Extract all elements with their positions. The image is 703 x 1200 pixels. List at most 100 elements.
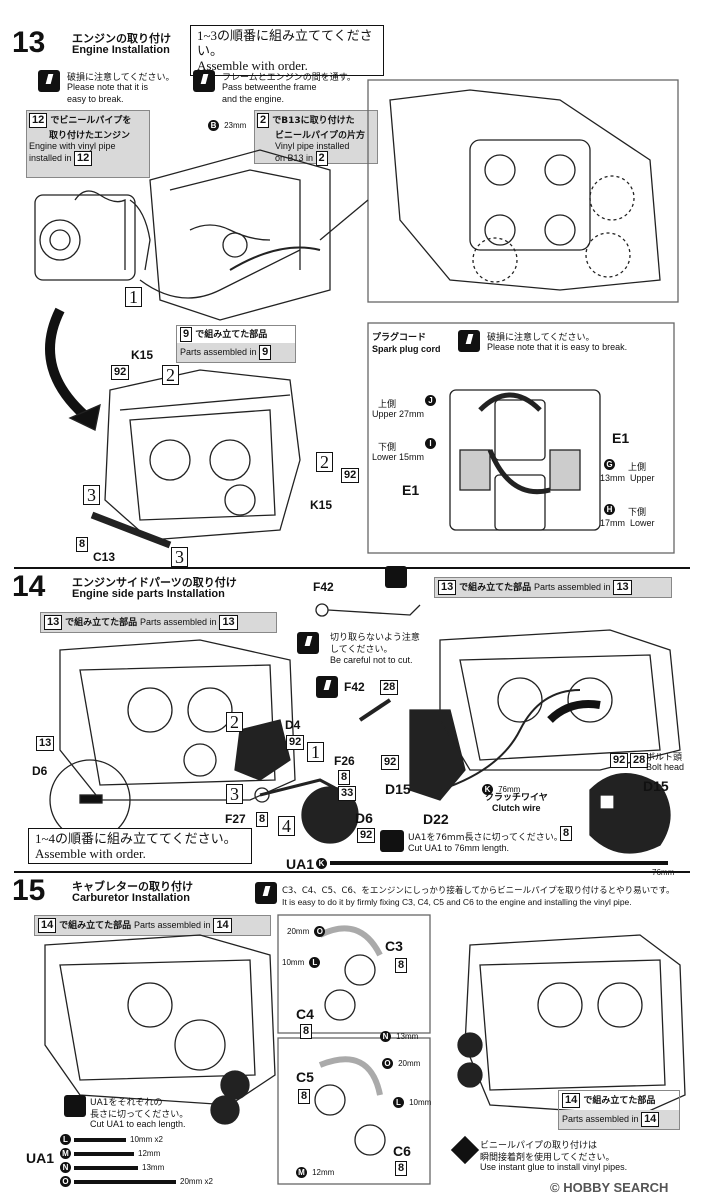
- part-8-c4: 8: [300, 1024, 313, 1039]
- h-badge: H: [604, 504, 615, 515]
- lower-en: Lower 15mm: [372, 452, 425, 462]
- cut-jp2: 長さに切ってください。: [90, 1110, 189, 1120]
- asm-jp: で組み立てた部品: [583, 1096, 656, 1106]
- o-20-bottom: O 20mm: [382, 1051, 420, 1070]
- order-note-14: 1~4の順番に組み立ててください。 Assemble with order.: [28, 828, 252, 864]
- step-13-title-en: Engine Installation: [72, 44, 170, 56]
- part-c4: C4: [296, 1006, 314, 1022]
- k-length: 76mm: [498, 785, 521, 794]
- part-92-right: 92: [341, 468, 360, 483]
- l-badge: L: [393, 1097, 404, 1108]
- part-k15-top: K15: [131, 348, 154, 362]
- caution-icon: [458, 330, 480, 352]
- step13-bottom-drawing: [45, 307, 675, 554]
- part-92-d4: 92: [286, 735, 305, 750]
- part-d15-right: D15: [643, 778, 669, 794]
- cut-en: Cut UA1 to each length.: [90, 1119, 186, 1129]
- step-15-title-jp: キャブレターの取り付け: [72, 880, 193, 893]
- step-ref: 13: [219, 615, 238, 630]
- warn2-en2: and the engine.: [222, 94, 285, 104]
- step-ref: 14: [562, 1093, 581, 1108]
- eng-jp1: でビニールパイプを: [50, 116, 132, 126]
- order-mark-2-top: 2: [162, 365, 179, 385]
- len: 10mm x2: [130, 1135, 163, 1144]
- o-badge: O: [314, 926, 326, 937]
- ua1-en: Cut UA1 to 76mm length.: [408, 843, 510, 853]
- order-mark-2: 2: [226, 712, 243, 732]
- step-15-number: 15: [12, 874, 46, 907]
- ua1-cut-icon: [380, 830, 404, 852]
- plug-jp: プラグコード: [372, 333, 427, 343]
- l-badge: L: [60, 1134, 71, 1145]
- order-mark-3: 3: [226, 784, 243, 804]
- part-f42-top: F42: [313, 580, 334, 594]
- part-8: 8: [76, 537, 89, 552]
- g-badge: G: [604, 459, 615, 470]
- part-f27: F27: [225, 812, 246, 826]
- caution-icon: [38, 70, 60, 92]
- len: 10mm: [282, 958, 305, 967]
- h-en2: Lower: [630, 518, 655, 528]
- i-badge: I: [425, 438, 436, 449]
- len: 10mm: [409, 1098, 432, 1107]
- step-15-title-en: Carburetor Installation: [72, 892, 190, 904]
- n-13: N 13mm: [380, 1024, 418, 1043]
- order-mark-3-left: 3: [83, 485, 100, 505]
- cut-jp1: UA1をそれぞれの: [90, 1098, 163, 1108]
- ua1-bar: [330, 861, 668, 865]
- order-note-13: 1~3の順番に組み立ててください。 Assemble with order.: [190, 25, 384, 76]
- asm-jp: で組み立てた部品: [59, 921, 132, 931]
- part-28: 28: [380, 680, 399, 695]
- clutch-jp: クラッチワイヤ: [485, 793, 548, 803]
- h-jp: 下側: [628, 508, 647, 518]
- eng-en1: Engine with vinyl pipe: [29, 141, 116, 151]
- step-ref: 12: [29, 113, 48, 128]
- step-ref: 13: [613, 580, 632, 595]
- part-d22: D22: [423, 811, 449, 827]
- step-ref: 14: [213, 918, 232, 933]
- cut-jp2: してください。: [330, 645, 393, 655]
- m-12: M 12mm: [296, 1160, 334, 1179]
- step-ref: 2: [257, 113, 270, 128]
- pipe-jp1: でB13に取り付けた: [272, 116, 355, 126]
- part-c13: C13: [93, 550, 116, 564]
- part-8-right: 8: [560, 826, 573, 841]
- ua1-cut-icon: [64, 1095, 86, 1117]
- step-ref: 13: [44, 615, 63, 630]
- step-13-title-jp: エンジンの取り付け: [72, 32, 171, 45]
- part-d15-mid: D15: [385, 781, 411, 797]
- part-8-c3: 8: [395, 958, 408, 973]
- engine-note: 12 でビニールパイプを 取り付けたエンジン Engine with vinyl…: [26, 110, 150, 178]
- len: 20mm: [398, 1059, 421, 1068]
- step-13-number: 13: [12, 26, 46, 59]
- warn1-en1: Please note that it is: [67, 82, 149, 92]
- part-c3: C3: [385, 938, 403, 954]
- pipe-jp2: ビニールパイプの片方: [275, 131, 366, 141]
- upper-jp: 上側: [378, 400, 397, 410]
- step-14-number: 14: [12, 570, 46, 603]
- assembled-jp: で組み立てた部品: [195, 330, 268, 340]
- o-badge: O: [382, 1058, 393, 1069]
- plug-en: Spark plug cord: [372, 344, 441, 354]
- caution-icon: [297, 632, 319, 654]
- step13-top-drawing: [34, 79, 679, 321]
- k-badge: K: [316, 858, 327, 869]
- part-8-c5: 8: [298, 1089, 311, 1104]
- cut-jp: 切り取らないよう注意: [330, 633, 420, 643]
- lower-jp: 下側: [378, 443, 397, 453]
- g-en2: Upper: [630, 473, 655, 483]
- step-ref: 14: [641, 1112, 660, 1127]
- part-92-d15: 92: [381, 755, 400, 770]
- len: 12mm: [138, 1149, 161, 1158]
- cut-en: Be careful not to cut.: [330, 655, 413, 665]
- m-badge: M: [60, 1148, 71, 1159]
- g-en: 13mm: [600, 473, 626, 483]
- step-ref: 14: [38, 918, 57, 933]
- order-jp: 1~4の順番に組み立ててください。: [35, 831, 237, 846]
- warn1-jp: 破損に注意してください。: [67, 73, 175, 83]
- assembled-13-right: 13 で組み立てた部品 Parts assembled in 13: [434, 577, 672, 598]
- tip-jp: C3、C4、C5、C6、をエンジンにしっかり接着してからビニールパイプを取り付け…: [282, 886, 675, 896]
- watermark: © HOBBY SEARCH: [550, 1180, 669, 1195]
- h-en: 17mm: [600, 518, 626, 528]
- assembled-14-right: 14 で組み立てた部品 Parts assembled in 14: [558, 1090, 680, 1130]
